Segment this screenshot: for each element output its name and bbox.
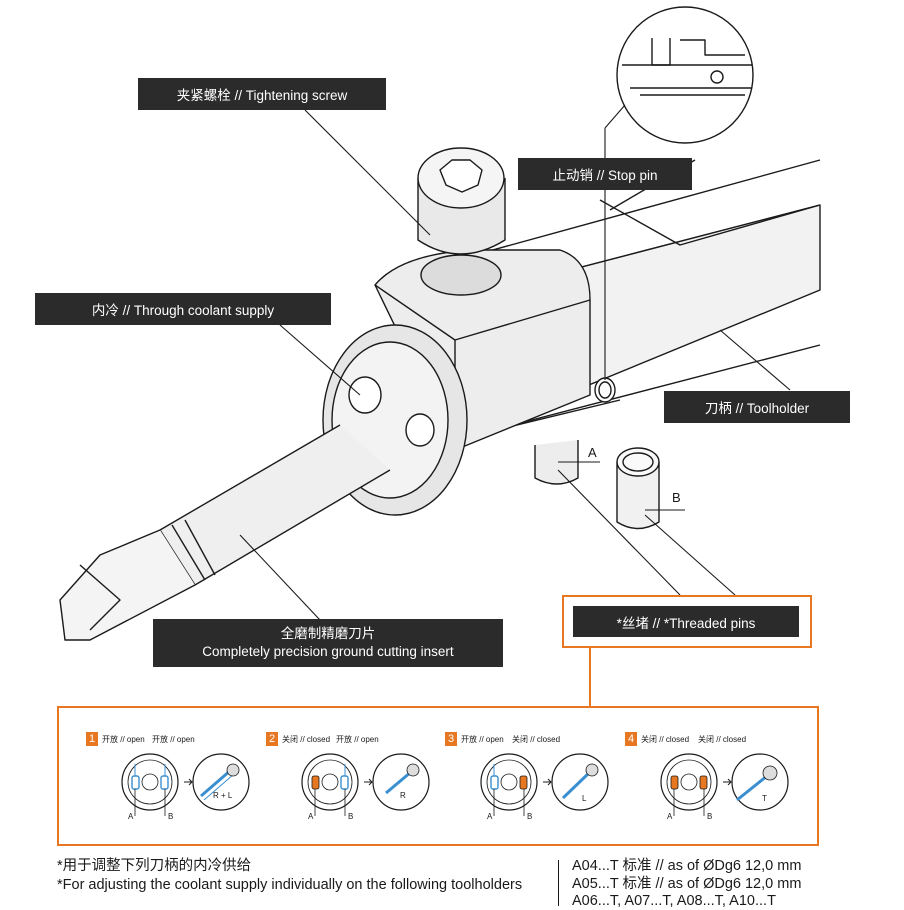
coolant-result: R + L	[213, 791, 233, 800]
threaded-pin-b	[616, 447, 660, 530]
callout-stop-pin: 止动销 // Stop pin	[518, 158, 692, 190]
footnote-cn: *用于调整下列刀柄的内冷供给	[57, 858, 252, 874]
pin-b-label: B	[527, 812, 533, 821]
holder-line-3: A06...T, A07...T, A08...T, A10...T	[572, 893, 776, 909]
footnote-en: *For adjusting the coolant supply indivi…	[57, 877, 523, 893]
step-number: 4	[625, 732, 637, 746]
threaded-pins-frame	[562, 595, 812, 648]
step-2-diagram	[301, 753, 430, 816]
pin-a-label: A	[667, 812, 673, 821]
step-4-diagram	[660, 753, 789, 816]
callout-cutting-insert: 全磨制精磨刀片 Completely precision ground cutt…	[153, 619, 503, 667]
pin-b-label: B	[348, 812, 354, 821]
callout-through-coolant: 内冷 // Through coolant supply	[35, 293, 331, 325]
tightening-screw-shape	[417, 147, 506, 296]
stop-pin-shape	[594, 377, 616, 403]
pin-a-label: A	[487, 812, 493, 821]
pin-letter-a: A	[588, 445, 597, 460]
right-pin-state: 开放 // open	[152, 735, 195, 744]
insert-label-cn: 全磨制精磨刀片	[280, 626, 376, 641]
holder-line-1: A04...T 标准 // as of ØDg6 12,0 mm	[572, 858, 802, 874]
right-pin-state: 关闭 // closed	[512, 735, 561, 744]
step-1-diagram	[121, 753, 250, 816]
coolant-settings-panel	[57, 706, 819, 846]
callout-threaded-pins: *丝堵 // *Threaded pins	[573, 606, 799, 637]
footnote-divider	[558, 860, 559, 906]
step-3-diagram	[480, 753, 609, 816]
step-number: 3	[445, 732, 457, 746]
pin-a-label: A	[308, 812, 314, 821]
boring-bar	[59, 424, 391, 641]
coolant-result: T	[762, 794, 767, 803]
callout-tightening-screw: 夹紧螺栓 // Tightening screw	[138, 78, 386, 110]
insert-label-en: Completely precision ground cutting inse…	[202, 644, 454, 659]
left-pin-state: 开放 // open	[102, 735, 145, 744]
callout-toolholder: 刀柄 // Toolholder	[664, 391, 850, 423]
detail-zoom-circle	[616, 6, 754, 144]
pin-a-label: A	[128, 812, 134, 821]
coolant-result: L	[582, 794, 587, 803]
left-pin-state: 开放 // open	[461, 735, 504, 744]
right-pin-state: 关闭 // closed	[698, 735, 747, 744]
pin-letter-b: B	[672, 490, 681, 505]
pin-b-label: B	[707, 812, 713, 821]
step-number: 2	[266, 732, 278, 746]
holder-line-2: A05...T 标准 // as of ØDg6 12,0 mm	[572, 876, 802, 892]
left-pin-state: 关闭 // closed	[282, 735, 331, 744]
right-pin-state: 开放 // open	[336, 735, 379, 744]
pin-b-label: B	[168, 812, 174, 821]
coolant-result: R	[400, 791, 406, 800]
left-pin-state: 关闭 // closed	[641, 735, 690, 744]
threaded-pin-a	[534, 440, 579, 485]
step-number: 1	[86, 732, 98, 746]
